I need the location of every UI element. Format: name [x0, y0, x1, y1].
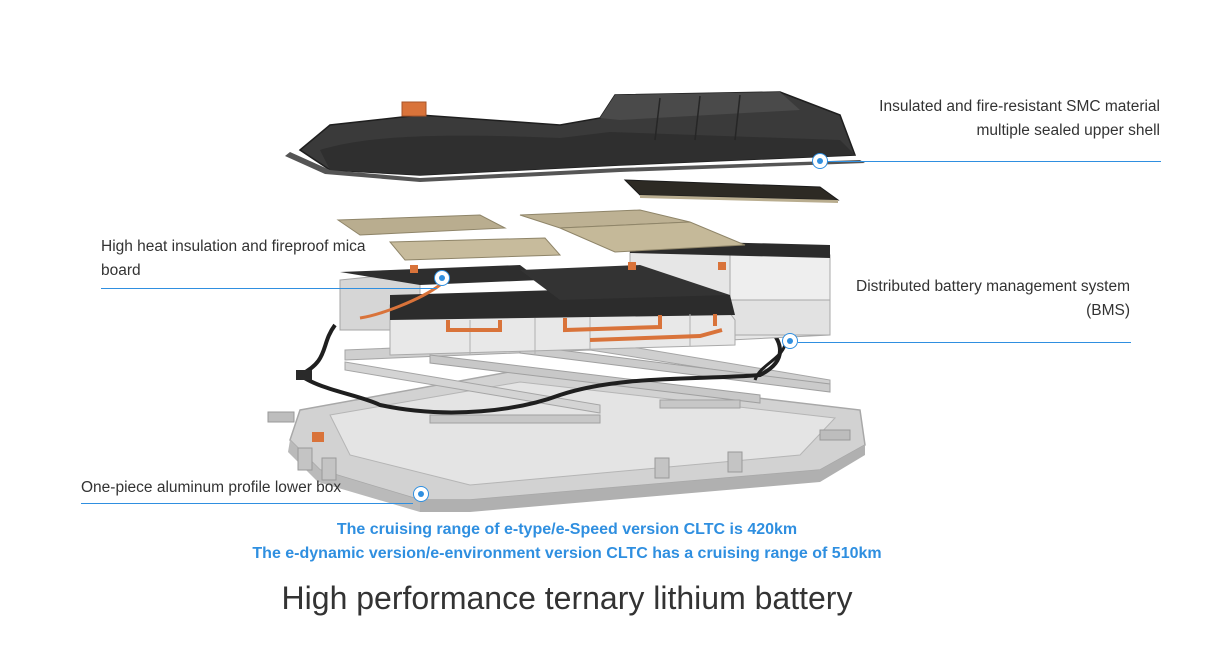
- callout-lower-box-line1: One-piece aluminum profile lower box: [81, 479, 342, 496]
- callout-lower-box: One-piece aluminum profile lower box: [81, 476, 401, 500]
- callout-bms-line: [798, 342, 1131, 343]
- callout-bms-dot: [782, 333, 798, 349]
- range-line-1: The cruising range of e-type/e-Speed ver…: [336, 521, 798, 538]
- callout-lower-box-line: [81, 503, 413, 504]
- callout-mica-board-line2: board: [101, 262, 141, 279]
- callout-upper-shell-line2: multiple sealed upper shell: [976, 122, 1160, 139]
- callout-bms-line1: Distributed battery management system: [856, 278, 1130, 295]
- callout-upper-shell-line: [828, 161, 1161, 162]
- callout-upper-shell-dot: [812, 153, 828, 169]
- callout-lower-box-dot: [413, 486, 429, 502]
- page-title: High performance ternary lithium battery: [281, 580, 853, 616]
- callout-upper-shell: Insulated and fire-resistant SMC materia…: [740, 95, 1160, 143]
- callout-bms: Distributed battery management system (B…: [750, 275, 1130, 323]
- mica-boards: [336, 179, 840, 261]
- callout-upper-shell-line1: Insulated and fire-resistant SMC materia…: [879, 98, 1160, 115]
- callout-mica-board-line1: High heat insulation and fireproof mica: [101, 238, 366, 255]
- callout-mica-board-line: [101, 288, 437, 289]
- range-line-2: The e-dynamic version/e-environment vers…: [252, 545, 882, 562]
- upper-shell: [285, 91, 865, 182]
- callout-bms-line2: (BMS): [1086, 302, 1130, 319]
- callout-mica-board: High heat insulation and fireproof mica …: [101, 235, 421, 283]
- callout-mica-board-dot: [434, 270, 450, 286]
